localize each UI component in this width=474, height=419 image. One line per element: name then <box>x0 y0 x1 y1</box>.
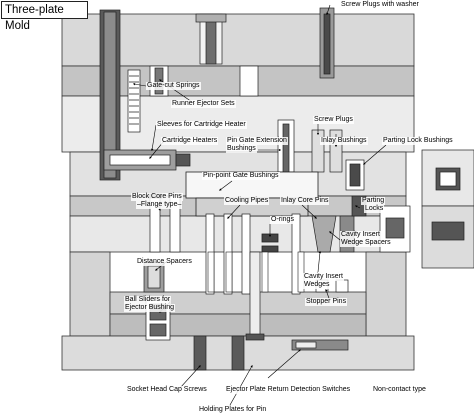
return-detection-switch <box>291 339 349 351</box>
label-pin-gate-ext-1: Pin Gate Extension <box>226 137 288 145</box>
label-parting-locks-2: Locks <box>364 205 385 213</box>
distance-spacers <box>143 261 165 293</box>
label-socket-head: Socket Head Cap Screws <box>126 386 208 394</box>
label-parting-lock-bushings: Parting Lock Bushings <box>382 137 454 145</box>
parting-lock-bushing <box>345 159 365 191</box>
label-non-contact: Non-contact type <box>372 386 427 394</box>
gate-cut-spring <box>129 75 139 125</box>
label-block-core-2: –Flange type– <box>136 201 183 209</box>
label-distance-spacers: Distance Spacers <box>136 258 193 266</box>
label-inlay-bushings: Inlay Bushings <box>320 137 368 145</box>
non-contact-switch-detail <box>421 205 474 269</box>
ejector-pins <box>207 251 305 293</box>
label-cavity-insert-spacers-1: Cavity Insert <box>340 231 381 239</box>
label-ball-sliders-2: Ejector Bushing <box>124 304 176 312</box>
label-cavity-insert-wedges-2: Wedges <box>303 281 331 289</box>
spacer-block-right <box>365 251 407 337</box>
screw-plug-washer-top <box>319 7 335 79</box>
label-cooling-pipes: Cooling Pipes <box>224 197 270 205</box>
label-sleeves-cartridge: Sleeves for Cartridge Heater <box>156 121 247 129</box>
sprue-bushing <box>195 13 227 65</box>
label-cartridge-heaters: Cartridge Heaters <box>161 137 219 145</box>
label-screw-plugs-washer: Screw Plugs with washer <box>340 1 420 9</box>
label-block-core-1: Block Core Pins <box>131 193 183 201</box>
page-title: Three-plate Mold <box>1 1 88 32</box>
label-holding-plates: Holding Plates for Pin <box>198 406 268 414</box>
pin-gate-extension-bushing <box>277 119 295 173</box>
label-cavity-insert-wedges-1: Cavity Insert <box>303 273 344 281</box>
runner-stripper-plate <box>61 65 415 97</box>
top-clamp-plate <box>61 13 415 67</box>
label-pin-gate-ext-2: Bushings <box>226 145 257 153</box>
return-pin <box>245 251 265 341</box>
label-inlay-core-pins: Inlay Core Pins <box>280 197 330 205</box>
guide-post-left <box>99 9 141 181</box>
label-pin-point-gate: Pin-point Gate Bushings <box>202 172 280 180</box>
label-stopper-pins: Stopper Pins <box>305 298 348 306</box>
label-screw-plugs: Screw Plugs <box>313 116 354 124</box>
label-gate-cut-springs: Gate-cut Springs <box>146 82 201 90</box>
cartridge-heater <box>103 149 191 171</box>
label-ejector-return: Ejector Plate Return Detection Switches <box>225 386 352 394</box>
label-ball-sliders-1: Ball Sliders for <box>124 296 172 304</box>
spacer-block-left <box>69 251 111 337</box>
label-runner-ejector-sets: Runner Ejector Sets <box>171 100 236 108</box>
label-o-rings: O-rings <box>270 216 295 224</box>
socket-head-cap-screws <box>193 335 245 371</box>
parting-lock-detail <box>421 149 474 207</box>
label-parting-locks-1: Parting <box>361 197 386 205</box>
label-cavity-insert-spacers-2: Wedge Spacers <box>340 239 392 247</box>
